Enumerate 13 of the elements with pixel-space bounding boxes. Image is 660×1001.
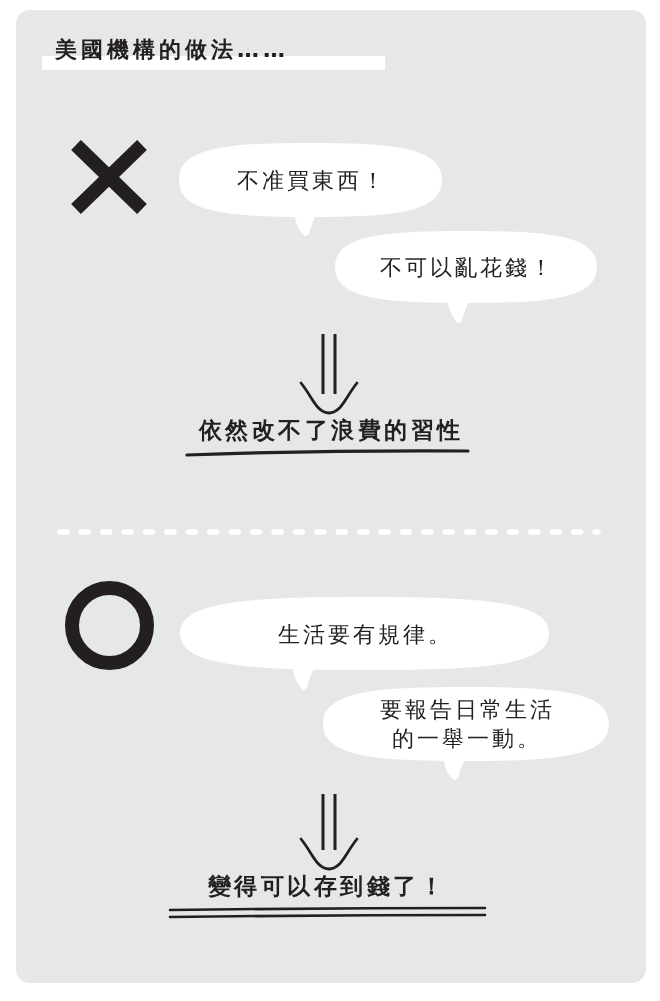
result-text: 變得可以存到錢了！: [207, 872, 447, 900]
down-arrow: [299, 792, 359, 871]
bubble-text: 不可以亂花錢！: [379, 253, 555, 282]
result-text: 依然改不了浪費的習性: [198, 416, 464, 444]
speech-bubble: [335, 231, 597, 325]
heading: 美國機構的做法……: [55, 37, 289, 63]
speech-bubble: [323, 687, 609, 782]
bubble-text: 要報告日常生活的一舉一動。: [378, 696, 556, 753]
speech-bubble: [179, 143, 442, 238]
down-arrow: [299, 332, 359, 415]
bubble-text: 生活要有規律。: [278, 620, 453, 648]
speech-bubble: [180, 597, 549, 692]
bubble-text: 不准買東西！: [236, 166, 387, 195]
